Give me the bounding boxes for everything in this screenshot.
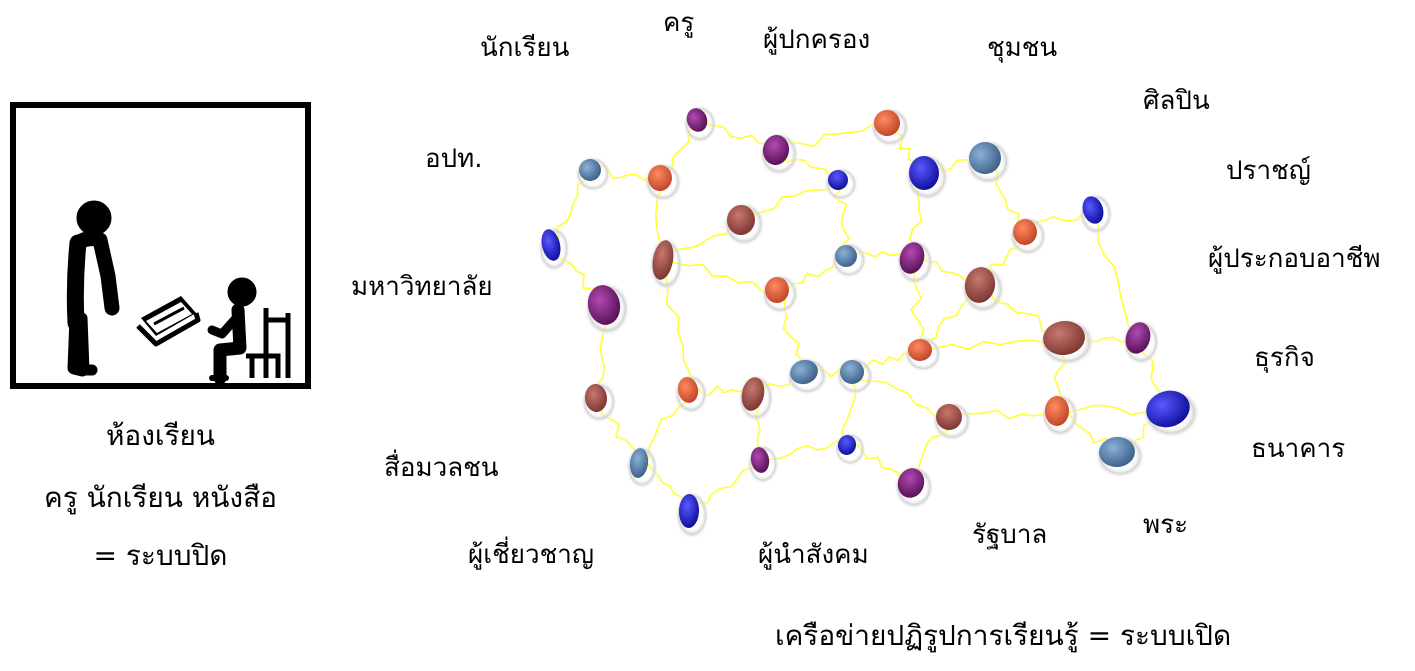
- label-university: มหาวิทยาลัย: [351, 272, 493, 302]
- classroom-caption-closed-system: = ระบบปิด: [10, 540, 311, 572]
- network-node-18: [1039, 318, 1095, 366]
- network-node-10: [649, 237, 683, 291]
- network-node-31: [834, 432, 866, 466]
- network-node-15: [761, 274, 799, 314]
- classroom-caption-members: ครู นักเรียน หนังสือ: [10, 482, 311, 514]
- network-node-30: [747, 444, 779, 484]
- network-node-29: [626, 445, 658, 489]
- network-node-11: [831, 242, 867, 278]
- network-node-14: [1079, 193, 1113, 235]
- network-node-19: [1122, 319, 1160, 365]
- network-node-22: [836, 357, 874, 395]
- label-local-admin: อปท.: [425, 144, 483, 174]
- label-students: นักเรียน: [480, 33, 569, 63]
- network-node-21: [786, 356, 828, 395]
- student-figure-icon: [212, 278, 256, 378]
- network-node-1: [644, 162, 682, 202]
- label-business: ธุรกิจ: [1254, 343, 1315, 373]
- classroom-frame: [10, 102, 311, 389]
- classroom-illustration: [16, 108, 305, 383]
- network-node-17: [961, 264, 1005, 314]
- network-diagram: [520, 95, 1210, 545]
- network-node-9: [538, 226, 570, 272]
- network-node-34: [675, 491, 709, 539]
- network-node-12: [896, 239, 934, 285]
- label-teacher: ครู: [663, 8, 694, 38]
- label-mass-media: สื่อมวลชน: [384, 453, 499, 483]
- network-node-2: [575, 156, 611, 192]
- network-node-33: [894, 465, 934, 509]
- label-community: ชุมชน: [987, 33, 1057, 63]
- network-node-6: [905, 153, 949, 201]
- network-node-4: [870, 107, 910, 147]
- network-node-20: [904, 336, 942, 372]
- network-node-3: [759, 132, 799, 176]
- chair-icon: [246, 308, 288, 378]
- label-bank: ธนาคาร: [1251, 434, 1345, 464]
- network-node-5: [824, 167, 858, 201]
- network-node-32: [1095, 434, 1145, 478]
- network-node-24: [738, 374, 774, 422]
- network-node-8: [723, 202, 765, 246]
- network-nodes: [538, 105, 1200, 539]
- network-node-28: [1142, 386, 1200, 438]
- network-node-23: [674, 374, 708, 414]
- network-caption-open-system: เครือข่ายปฏิรูปการเรียนรู้ = ระบบเปิด: [775, 620, 1231, 652]
- book-icon: [138, 296, 198, 344]
- teacher-figure-icon: [74, 201, 112, 370]
- network-node-26: [932, 401, 972, 441]
- network-node-16: [584, 282, 630, 336]
- label-parents: ผู้ปกครอง: [763, 25, 870, 55]
- network-node-13: [1009, 216, 1047, 256]
- label-sage: ปราชญ์: [1226, 156, 1311, 186]
- network-node-27: [1041, 393, 1079, 437]
- network-node-0: [683, 105, 717, 143]
- network-node-25: [581, 381, 617, 423]
- label-entrepreneur: ผู้ประกอบอาชีพ: [1208, 244, 1381, 274]
- network-node-7: [965, 138, 1011, 185]
- classroom-caption-title: ห้องเรียน: [10, 420, 311, 452]
